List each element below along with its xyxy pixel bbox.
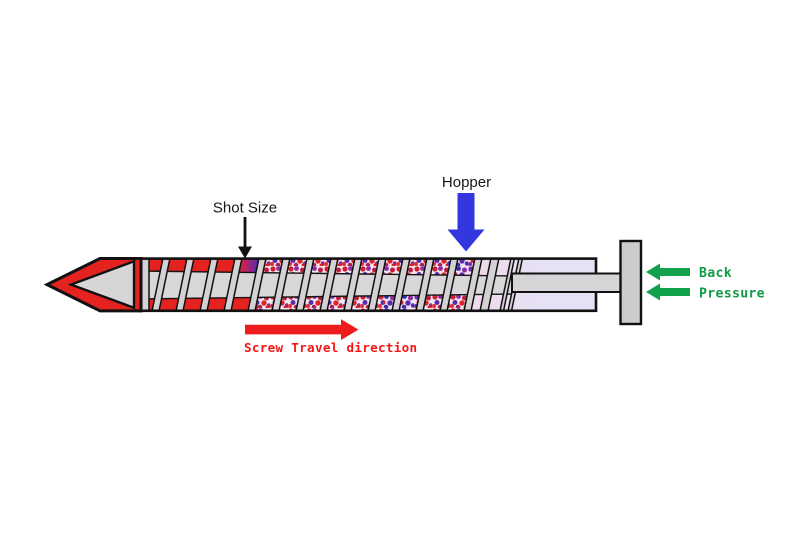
flight [295,259,315,310]
flight [463,259,483,310]
hopper-down-arrow-icon [447,193,485,252]
flight [499,259,516,310]
screw-tip [43,257,143,313]
flight [391,259,411,310]
flight [479,259,500,310]
back-pressure-arrow-icon [646,283,690,301]
screw-travel-label: Screw Travel direction [244,340,417,355]
shot-size-arrow-shaft [243,217,247,248]
screw-flights [139,259,524,310]
screw-travel-arrow-icon [245,319,359,340]
back-pressure-label-line1: Back [699,266,732,281]
screw-shank [511,272,624,293]
barrel-interior [139,259,595,310]
screw-tip-cone [67,259,136,310]
flight [247,259,267,310]
flight [223,259,243,310]
flight [367,259,387,310]
flight [343,259,363,310]
thrust-plate [619,239,643,326]
shot-size-arrowhead-icon [238,246,252,259]
back-pressure-label-line2: Pressure [699,287,765,302]
hopper-label: Hopper [442,174,491,191]
flight [319,259,339,310]
flight [175,259,195,310]
shot-size-label: Shot Size [213,200,277,217]
flight [415,259,435,310]
shot-size-arrow [238,217,252,259]
flight [271,259,291,310]
flight [151,259,171,310]
back-pressure-arrow-icon [646,263,690,281]
back-pressure-arrows [646,263,690,301]
flight [439,259,459,310]
flight [199,259,219,310]
